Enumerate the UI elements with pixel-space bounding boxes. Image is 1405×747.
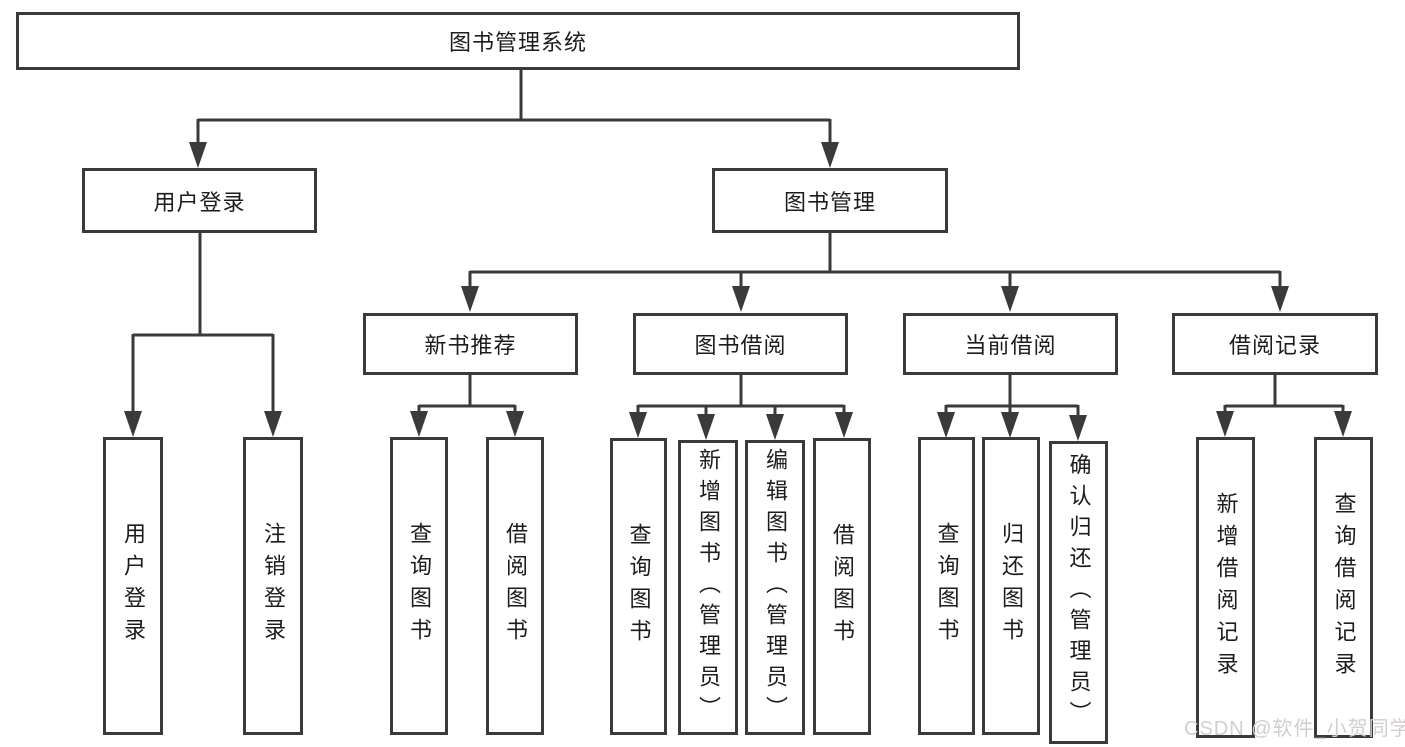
- leaf-bb-borrow-books: 借阅图书: [813, 438, 871, 735]
- arrowhead: [835, 412, 853, 438]
- node-borrow-records: 借阅记录: [1172, 313, 1378, 375]
- arrowhead: [1069, 415, 1087, 441]
- leaf-cb-return-books-label: 归还图书: [999, 522, 1024, 650]
- leaf-bb-edit-books-admin-label: 编辑图书（管理员）: [763, 448, 788, 727]
- arrowhead: [732, 286, 750, 312]
- arrowhead: [1001, 286, 1019, 312]
- leaf-bb-edit-books-admin: 编辑图书（管理员）: [745, 440, 805, 735]
- leaf-bb-query-books: 查询图书: [610, 438, 667, 735]
- leaf-br-query-record: 查询借阅记录: [1314, 437, 1373, 738]
- leaf-logout-label: 注销登录: [261, 522, 286, 650]
- arrowhead: [1216, 411, 1234, 437]
- arrowhead: [506, 411, 524, 437]
- leaf-nbr-query-books: 查询图书: [390, 437, 448, 735]
- node-root-system: 图书管理系统: [16, 12, 1020, 70]
- leaf-user-login-label: 用户登录: [121, 522, 146, 650]
- arrowhead: [629, 412, 647, 438]
- arrowhead: [264, 411, 282, 437]
- leaf-cb-confirm-return-admin: 确认归还（管理员）: [1049, 441, 1108, 744]
- arrowhead: [766, 414, 784, 440]
- node-book-management: 图书管理: [712, 168, 948, 233]
- leaf-logout: 注销登录: [243, 437, 303, 735]
- leaf-cb-confirm-return-admin-label: 确认归还（管理员）: [1066, 453, 1092, 732]
- arrowhead: [937, 412, 955, 438]
- leaf-bb-add-books-admin: 新增图书（管理员）: [678, 440, 738, 735]
- arrowhead: [189, 142, 207, 168]
- leaf-cb-query-books-label: 查询图书: [934, 522, 960, 650]
- leaf-bb-borrow-books-label: 借阅图书: [830, 522, 855, 651]
- arrowhead: [1334, 411, 1352, 437]
- arrowhead: [410, 411, 428, 437]
- leaf-cb-query-books: 查询图书: [918, 437, 975, 735]
- leaf-bb-query-books-label: 查询图书: [626, 522, 652, 651]
- leaf-nbr-borrow-books: 借阅图书: [486, 437, 544, 735]
- arrowhead: [697, 414, 715, 440]
- node-current-borrow: 当前借阅: [903, 313, 1118, 375]
- leaf-br-query-record-label: 查询借阅记录: [1331, 491, 1357, 684]
- arrowhead: [1271, 286, 1289, 312]
- arrowhead: [1001, 412, 1019, 438]
- watermark: CSDN @软件_小贺同学: [1184, 718, 1405, 740]
- arrowhead-group: [124, 142, 1352, 441]
- leaf-nbr-borrow-books-label: 借阅图书: [503, 522, 528, 650]
- leaf-br-add-record: 新增借阅记录: [1196, 437, 1255, 738]
- arrowhead: [124, 411, 142, 437]
- leaf-cb-return-books: 归还图书: [982, 437, 1040, 735]
- arrowhead: [821, 142, 839, 168]
- node-book-borrow: 图书借阅: [633, 313, 848, 375]
- leaf-user-login: 用户登录: [103, 437, 163, 735]
- leaf-bb-add-books-admin-label: 新增图书（管理员）: [696, 448, 721, 727]
- leaf-nbr-query-books-label: 查询图书: [407, 522, 432, 650]
- leaf-br-add-record-label: 新增借阅记录: [1213, 491, 1239, 684]
- node-new-book-recommend: 新书推荐: [363, 313, 578, 375]
- arrowhead: [461, 286, 479, 312]
- node-user-login: 用户登录: [82, 168, 317, 233]
